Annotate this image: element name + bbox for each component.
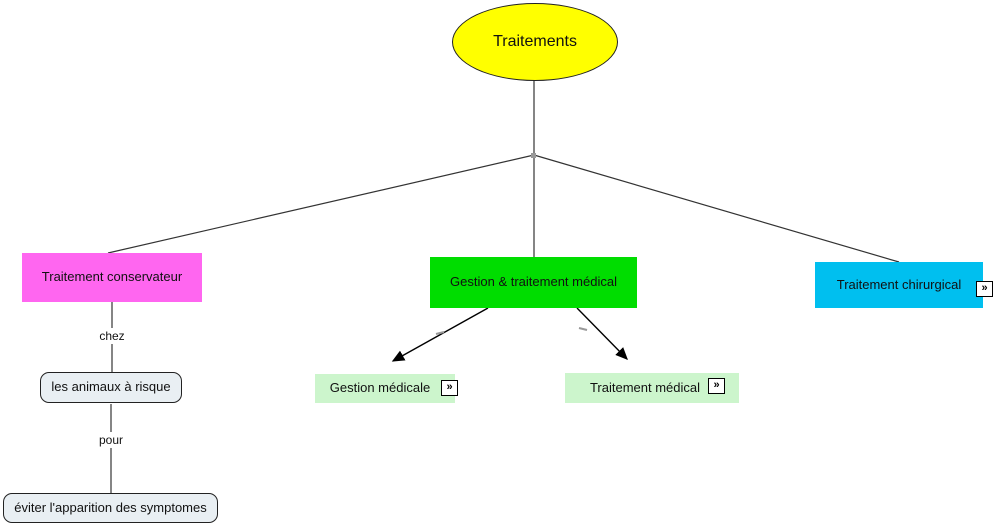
node-traitements[interactable]: Traitements (452, 3, 618, 81)
node-label: les animaux à risque (51, 379, 171, 395)
resource-expand-icon[interactable]: » (976, 281, 993, 297)
node-label: Gestion & traitement médical (450, 274, 617, 290)
node-traitement-chirurgical[interactable]: Traitement chirurgical (815, 262, 983, 308)
node-label: éviter l'apparition des symptomes (14, 499, 207, 515)
node-gestion-medicale[interactable]: Gestion médicale (315, 374, 455, 403)
node-label: Traitement médical (589, 379, 701, 395)
edge-label-pour[interactable]: pour (83, 432, 139, 448)
resource-expand-icon[interactable]: » (441, 380, 458, 396)
resource-expand-icon[interactable]: » (708, 378, 725, 394)
node-traitement-conservateur[interactable]: Traitement conservateur (22, 253, 202, 302)
node-eviter-symptomes[interactable]: éviter l'apparition des symptomes (3, 493, 218, 523)
node-label: Traitement conservateur (41, 269, 183, 285)
node-label: Traitements (493, 32, 577, 50)
node-label: Traitement chirurgical (836, 276, 962, 292)
node-gestion-traitement-medical[interactable]: Gestion & traitement médical (430, 257, 637, 308)
edge-label-chez[interactable]: chez (84, 328, 140, 344)
node-animaux-risque[interactable]: les animaux à risque (40, 372, 182, 403)
node-label: Gestion médicale (329, 380, 431, 396)
